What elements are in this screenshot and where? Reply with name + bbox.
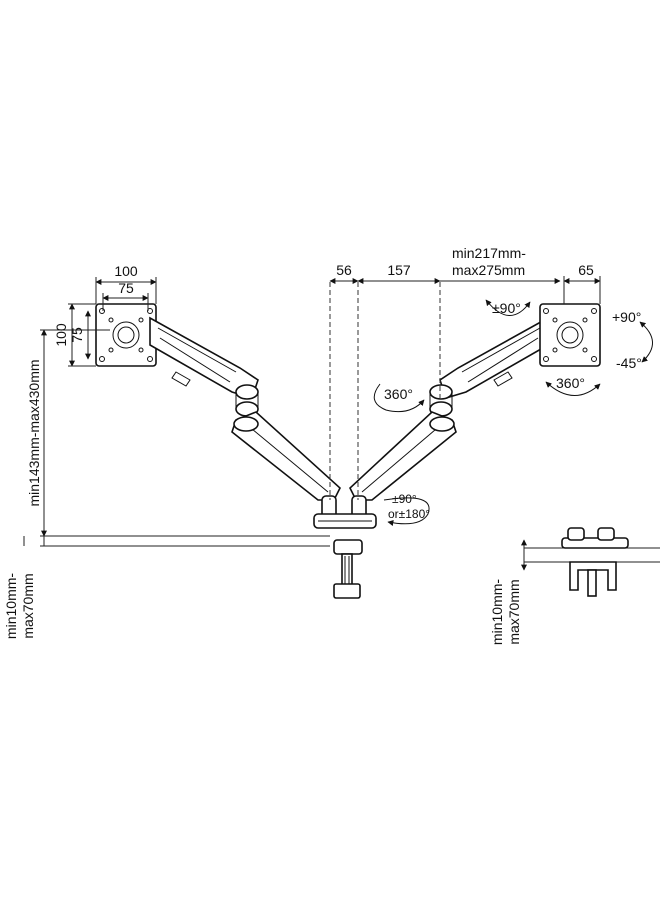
label-base-rotation-line2: or±180° bbox=[388, 507, 430, 521]
left-upper-arm bbox=[149, 316, 259, 417]
label-clamp-left-line1: min10mm- bbox=[3, 573, 19, 639]
label-height-range: min143mm-max430mm bbox=[26, 359, 42, 506]
right-upper-arm bbox=[429, 316, 549, 417]
label-offset-65: 65 bbox=[578, 262, 594, 278]
label-tilt: ±90° bbox=[492, 300, 521, 316]
left-vesa-plate bbox=[95, 303, 157, 367]
label-swivel-monitor: 360° bbox=[556, 375, 585, 391]
swivel-left-arrow bbox=[373, 383, 425, 413]
label-reach-line2: max275mm bbox=[452, 262, 525, 278]
tilt-arrow bbox=[485, 299, 531, 316]
clamp-detail bbox=[521, 527, 660, 597]
label-height-75: 75 bbox=[69, 327, 85, 343]
rotate-arrow bbox=[639, 321, 653, 363]
desk-clamp bbox=[333, 539, 363, 599]
left-vesa-dimensions bbox=[68, 277, 157, 367]
label-rotate-minus: -45° bbox=[616, 355, 642, 371]
label-rotate-plus: +90° bbox=[612, 309, 641, 325]
center-column bbox=[313, 495, 377, 529]
base-rotation-arrow bbox=[383, 497, 430, 526]
label-width-75: 75 bbox=[118, 280, 134, 296]
label-offset-56: 56 bbox=[336, 262, 352, 278]
reach-guide-lines bbox=[329, 276, 601, 500]
label-clamp-right-line2: max70mm bbox=[506, 579, 522, 644]
desk-surface-left bbox=[40, 329, 330, 547]
label-reach-line1: min217mm- bbox=[452, 245, 526, 261]
left-lower-arm bbox=[231, 411, 341, 501]
label-width-100: 100 bbox=[114, 263, 138, 279]
label-clamp-right-line1: min10mm- bbox=[489, 579, 505, 645]
swivel-monitor-arrow bbox=[545, 381, 601, 396]
right-vesa-plate bbox=[539, 303, 601, 367]
label-offset-157: 157 bbox=[387, 262, 411, 278]
label-swivel-left: 360° bbox=[384, 386, 413, 402]
right-lower-arm bbox=[349, 411, 457, 501]
label-base-rotation-line1: ±90° bbox=[392, 492, 417, 506]
label-height-100: 100 bbox=[53, 323, 69, 347]
label-clamp-left-line2: max70mm bbox=[20, 573, 36, 638]
